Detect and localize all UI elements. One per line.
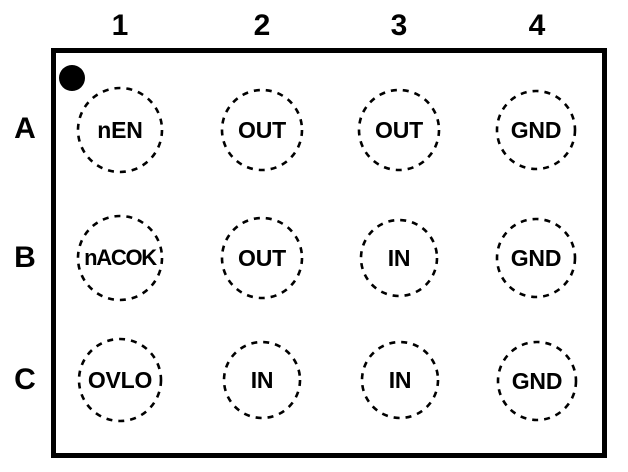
pad-label-a2: OUT	[238, 116, 286, 143]
pad-circle-a2	[220, 88, 304, 172]
pad-circle-a4	[495, 89, 577, 171]
pad-b4[interactable]: GND	[495, 217, 577, 299]
pad-circle-b1	[76, 214, 164, 302]
pad-circle-b4	[495, 217, 577, 299]
pad-circle-c2	[222, 340, 302, 420]
pad-label-a1: nEN	[97, 116, 143, 143]
row-header-a: A	[14, 112, 36, 145]
pad-label-c4: GND	[511, 367, 563, 394]
column-header-4: 4	[528, 9, 546, 42]
pad-circle-a3	[357, 88, 441, 172]
pad-c1[interactable]: OVLO	[77, 337, 163, 423]
row-header-b: B	[14, 241, 36, 274]
pad-b1[interactable]: nACOK	[76, 214, 164, 302]
pad-c4[interactable]: GND	[496, 340, 578, 422]
package-body-outline	[51, 48, 607, 458]
pad-circle-b2	[220, 216, 304, 300]
pad-circle-b3	[359, 218, 439, 298]
pad-label-b1: nACOK	[84, 245, 157, 270]
pad-a2[interactable]: OUT	[220, 88, 304, 172]
pad-label-c1: OVLO	[87, 366, 153, 393]
pad-circle-a1	[76, 86, 164, 174]
pad-circle-c4	[496, 340, 578, 422]
pad-c3[interactable]: IN	[360, 340, 440, 420]
pad-b3[interactable]: IN	[359, 218, 439, 298]
pad-label-a3: OUT	[375, 116, 423, 143]
pad-circle-c3	[360, 340, 440, 420]
pad-a4[interactable]: GND	[495, 89, 577, 171]
pad-label-b3: IN	[387, 244, 411, 271]
pad-label-c3: IN	[388, 366, 412, 393]
column-header-3: 3	[390, 9, 408, 42]
pad-circle-c1	[77, 337, 163, 423]
column-header-2: 2	[253, 9, 271, 42]
pad-label-a4: GND	[510, 116, 562, 143]
pad-label-c2: IN	[250, 366, 274, 393]
column-header-1: 1	[111, 9, 129, 42]
pin1-indicator-dot	[59, 65, 85, 91]
pad-label-b4: GND	[510, 244, 562, 271]
pad-c2[interactable]: IN	[222, 340, 302, 420]
pad-b2[interactable]: OUT	[220, 216, 304, 300]
pad-label-b2: OUT	[238, 244, 286, 271]
pad-a3[interactable]: OUT	[357, 88, 441, 172]
row-header-c: C	[14, 363, 36, 396]
pad-a1[interactable]: nEN	[76, 86, 164, 174]
